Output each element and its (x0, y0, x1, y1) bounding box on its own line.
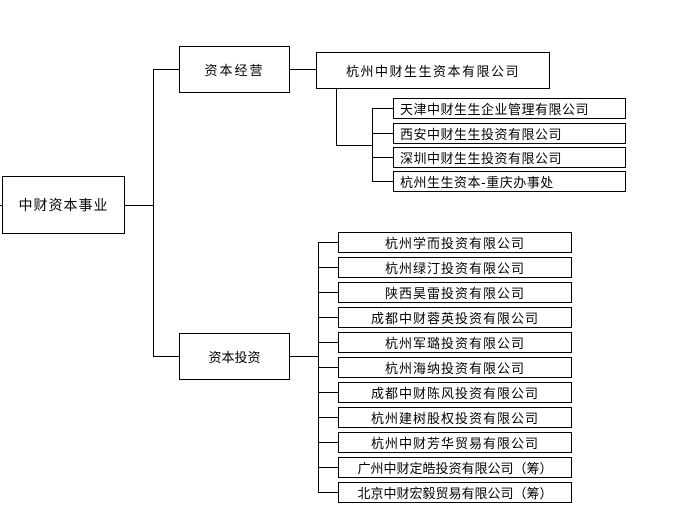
subsidiary-label: 西安中财生生投资有限公司 (400, 128, 563, 143)
investment-company-node: 成都中财陈风投资有限公司 (338, 382, 572, 403)
connector-investment-to-spine (290, 356, 318, 357)
investment-connector (318, 367, 338, 368)
subsidiary-node: 天津中财生生企业管理有限公司 (393, 98, 626, 119)
investment-company-node: 杭州学而投资有限公司 (338, 232, 572, 253)
subsidiary-connector (372, 108, 393, 109)
investment-company-label: 杭州学而投资有限公司 (384, 237, 525, 252)
investment-company-node: 广州中财定皓投资有限公司（筹） (338, 457, 572, 478)
subsidiary-connector (372, 133, 393, 134)
root-node-label: 中财资本事业 (18, 198, 109, 214)
investment-company-node: 杭州绿汀投资有限公司 (338, 257, 572, 278)
investment-company-label: 杭州绿汀投资有限公司 (384, 262, 525, 277)
subsidiary-spine (372, 108, 373, 181)
investment-company-label: 北京中财宏毅贸易有限公司（筹） (357, 487, 553, 502)
branch-capital-investment-label: 资本投资 (208, 351, 261, 366)
branch-capital-investment: 资本投资 (179, 333, 290, 380)
root-spine (153, 69, 154, 357)
investment-company-node: 杭州建树股权投资有限公司 (338, 407, 572, 428)
subsidiary-node: 深圳中财生生投资有限公司 (393, 147, 626, 168)
investment-company-node: 杭州中财芳华贸易有限公司 (338, 432, 572, 453)
subsidiary-label: 杭州生生资本-重庆办事处 (400, 176, 554, 191)
investment-company-label: 杭州海纳投资有限公司 (384, 362, 525, 377)
investment-connector (318, 267, 338, 268)
investment-company-label: 杭州军璐投资有限公司 (384, 337, 525, 352)
company-hangzhou-shengsheng-capital: 杭州中财生生资本有限公司 (316, 52, 550, 89)
company-down-connector (336, 89, 337, 145)
subsidiary-connector (372, 157, 393, 158)
investment-connector (318, 242, 338, 243)
investment-company-node: 北京中财宏毅贸易有限公司（筹） (338, 482, 572, 503)
investment-company-label: 陕西昊雷投资有限公司 (384, 287, 525, 302)
subsidiary-label: 深圳中财生生投资有限公司 (400, 152, 563, 167)
company-label: 杭州中财生生资本有限公司 (345, 65, 520, 80)
investment-company-label: 成都中财蓉英投资有限公司 (370, 312, 539, 327)
subsidiary-node: 杭州生生资本-重庆办事处 (393, 171, 626, 192)
investment-connector (318, 442, 338, 443)
connector-operation-to-company (290, 69, 316, 70)
investment-company-node: 成都中财蓉英投资有限公司 (338, 307, 572, 328)
investment-company-node: 杭州军璐投资有限公司 (338, 332, 572, 353)
investment-connector (318, 317, 338, 318)
investment-connector (318, 392, 338, 393)
subsidiary-label: 天津中财生生企业管理有限公司 (400, 103, 590, 118)
branch-capital-operation: 资本经营 (179, 46, 290, 93)
investment-connector (318, 492, 338, 493)
investment-company-node: 陕西昊雷投资有限公司 (338, 282, 572, 303)
subsidiary-connector (372, 181, 393, 182)
company-to-subspine (336, 145, 373, 146)
investment-company-label: 杭州中财芳华贸易有限公司 (370, 437, 539, 452)
investment-connector (318, 292, 338, 293)
investment-company-label: 杭州建树股权投资有限公司 (370, 412, 539, 427)
branch-capital-operation-label: 资本经营 (204, 64, 265, 79)
investment-connector (318, 342, 338, 343)
investment-company-label: 广州中财定皓投资有限公司（筹） (357, 462, 553, 477)
investment-connector (318, 417, 338, 418)
investment-company-label: 成都中财陈风投资有限公司 (370, 387, 539, 402)
root-node: 中财资本事业 (2, 176, 125, 234)
connector-branch-investment (153, 356, 179, 357)
root-left-stub (0, 205, 3, 206)
investment-company-node: 杭州海纳投资有限公司 (338, 357, 572, 378)
investment-connector (318, 467, 338, 468)
subsidiary-node: 西安中财生生投资有限公司 (393, 123, 626, 144)
root-connector (125, 205, 153, 206)
connector-branch-operation (153, 69, 179, 70)
